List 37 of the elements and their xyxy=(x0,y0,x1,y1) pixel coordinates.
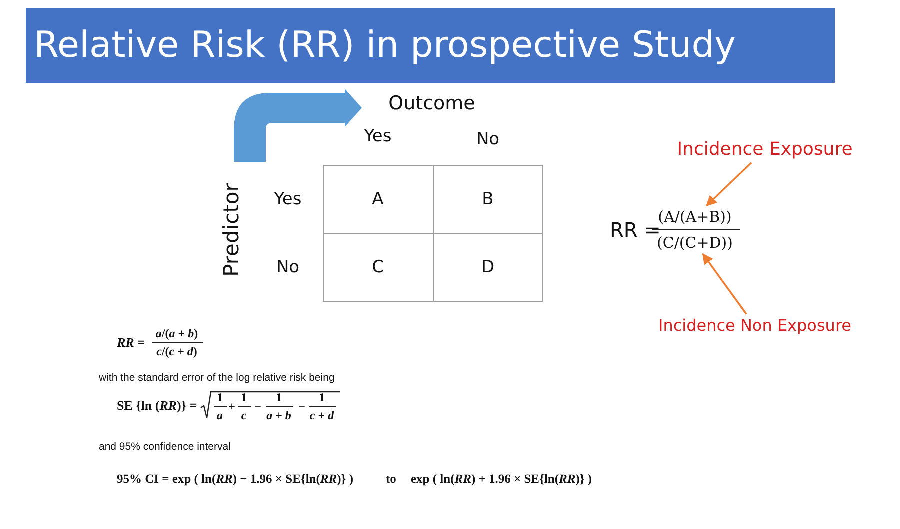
formula-text: a/(a + b) xyxy=(156,327,198,341)
formula-text: a + b xyxy=(266,409,292,423)
label: and 95% confidence interval xyxy=(99,442,231,454)
formula-text: c + d xyxy=(310,409,334,423)
formula-text: 1 xyxy=(276,391,282,405)
formula-text: SE {ln (RR)} = xyxy=(117,398,198,414)
table-cell-text: A xyxy=(372,190,384,210)
axis-label: Predictor xyxy=(220,183,244,277)
label: Yes xyxy=(364,128,392,146)
table-cell-text: C xyxy=(372,258,384,278)
label: No xyxy=(276,258,300,278)
callout-text: Incidence Non Exposure xyxy=(658,317,852,335)
callout-text: Incidence Exposure xyxy=(677,140,853,160)
table-cell-text: D xyxy=(481,258,495,278)
table-cell-text: B xyxy=(482,190,494,210)
formula-term: (C/(C+D)) xyxy=(657,234,733,252)
slide-title: Relative Risk (RR) in prospective Study xyxy=(34,25,736,66)
label: Outcome xyxy=(388,94,476,114)
formula-text: + xyxy=(228,400,236,414)
formula-term: (A/(A+B)) xyxy=(658,208,732,226)
label: with the standard error of the log relative risk being xyxy=(99,373,335,385)
formula-text: c/(c + d) xyxy=(156,345,198,359)
formula-text: 1 xyxy=(217,391,223,405)
formula-text: 1 xyxy=(241,391,247,405)
formula-text: 1 xyxy=(319,391,325,405)
formula-text: a xyxy=(217,409,223,423)
label: No xyxy=(476,130,500,150)
formula-text: exp ( ln(RR) + 1.96 × SE{ln(RR)} ) xyxy=(411,473,592,487)
formula-text: to xyxy=(386,473,396,487)
formula-text: − xyxy=(254,400,262,414)
formula-text: 95% CI = exp ( ln(RR) − 1.96 × SE{ln(RR)} ) xyxy=(117,473,354,487)
label: Yes xyxy=(274,190,302,210)
leader-arrow xyxy=(706,162,752,206)
formula-text: − xyxy=(298,400,306,414)
formula-text: c xyxy=(241,409,247,423)
formula-text: RR = xyxy=(117,336,146,350)
leader-arrow xyxy=(702,253,748,315)
